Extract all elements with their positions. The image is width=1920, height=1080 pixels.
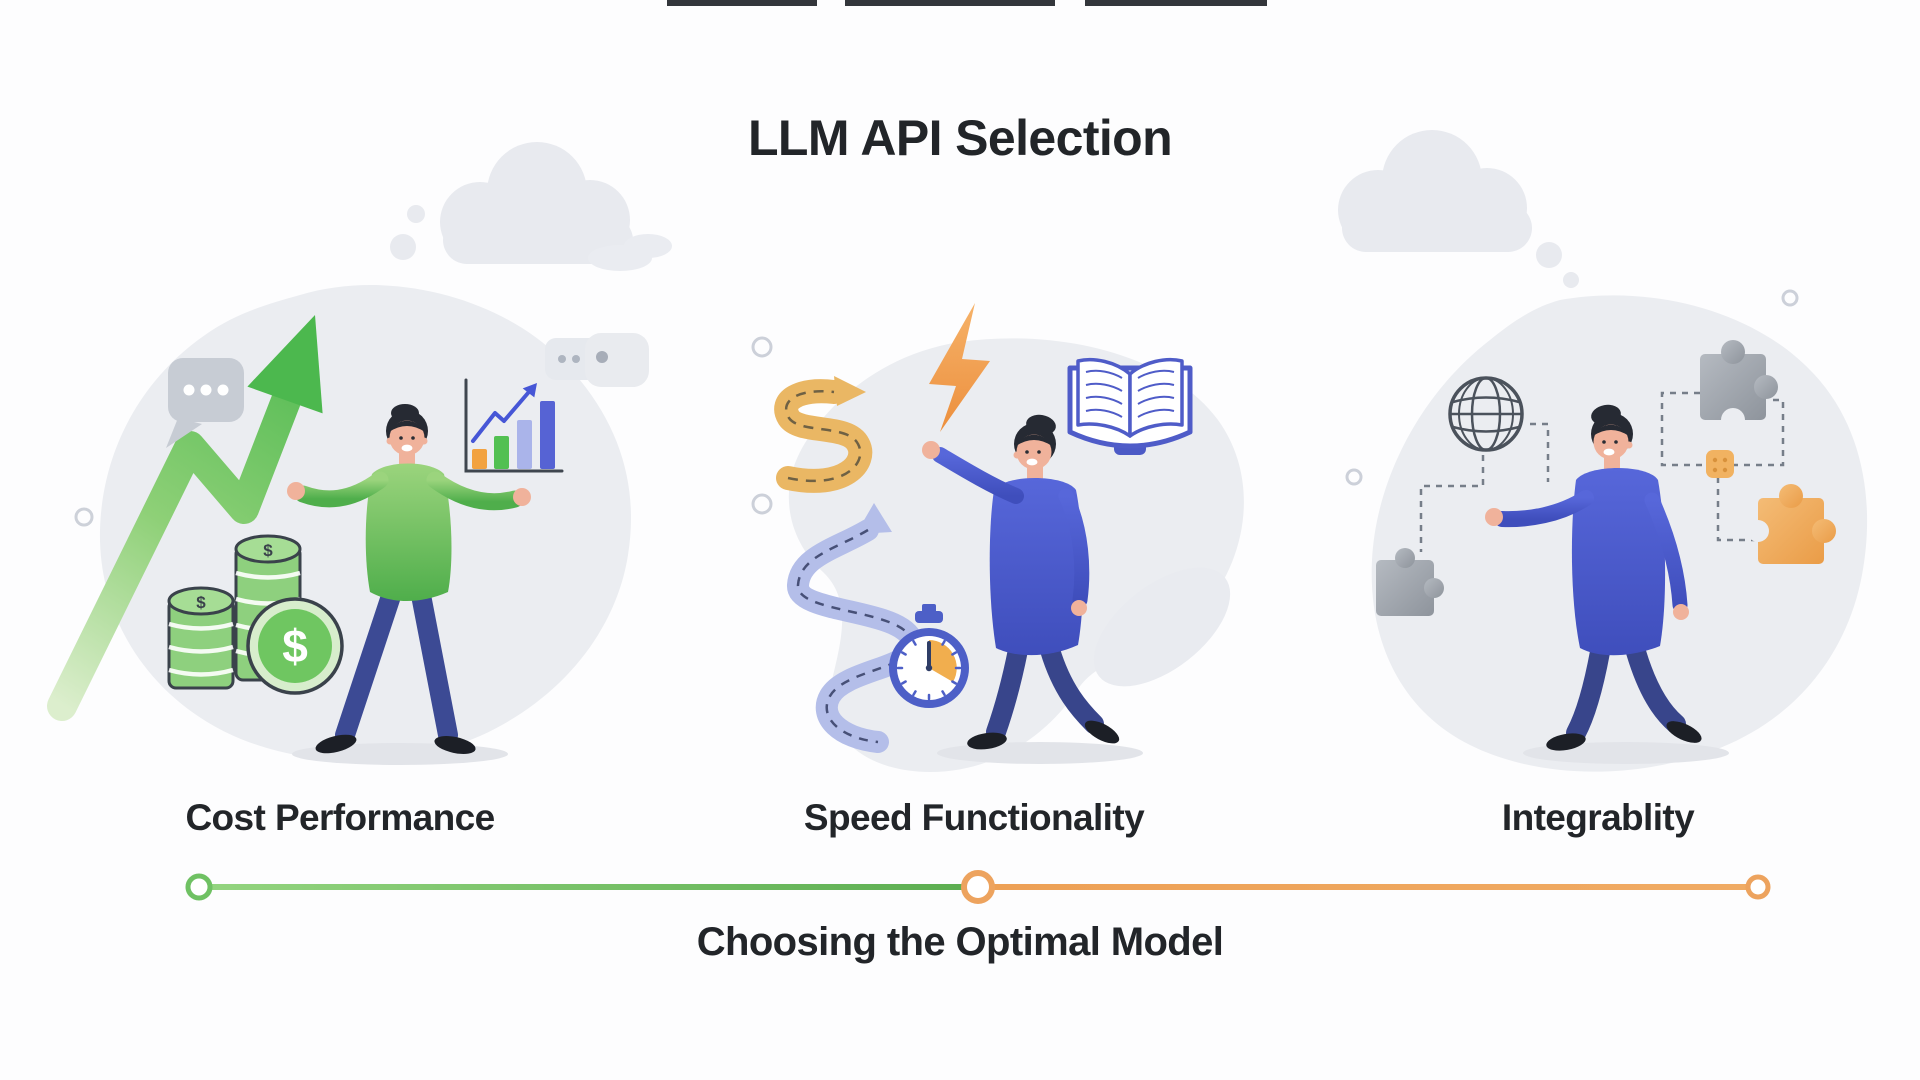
bar-chart-icon (464, 378, 564, 473)
decor-ring (751, 336, 773, 358)
growth-arrow-icon (47, 315, 323, 721)
timeline-node-middle (961, 870, 995, 904)
coin-stacks-icon: $ $ $ (167, 534, 344, 695)
puzzle-piece-gray-icon (1700, 340, 1778, 432)
decor-ring (74, 507, 94, 527)
timeline-node-start (185, 873, 213, 901)
timeline (185, 870, 1771, 904)
speech-bubble-icon (166, 358, 244, 448)
puzzle-piece-small-gray-icon (1376, 548, 1444, 616)
s-curve-road-icon (774, 376, 873, 493)
decor-ring (1345, 468, 1363, 486)
thought-cloud-icon (1338, 130, 1579, 288)
panel-label-integration: Integrablity (1501, 797, 1695, 838)
integration-chip-icon (1706, 450, 1734, 478)
globe-icon (1448, 376, 1524, 452)
coin-dollar-glyph: $ (196, 593, 206, 612)
stopwatch-icon (889, 604, 969, 708)
cost-panel-illustration: $ $ $ (47, 142, 633, 765)
thought-cloud-icon (390, 142, 633, 264)
person-blue-speed (922, 414, 1120, 750)
tag-bubble (585, 333, 649, 387)
timeline-node-end (1745, 874, 1771, 900)
open-book-icon (1067, 357, 1193, 455)
integration-panel-illustration (1338, 130, 1868, 772)
puzzle-piece-orange-icon (1747, 484, 1836, 564)
panel-label-cost: Cost Performance (185, 797, 495, 838)
person-green (287, 404, 531, 754)
panel-label-speed: Speed Functionality (803, 797, 1145, 838)
decor-ellipse (1093, 567, 1231, 687)
timeline-caption: Choosing the Optimal Model (696, 920, 1224, 964)
top-crop-marks (667, 0, 1267, 6)
coin-dollar-glyph: $ (263, 541, 273, 560)
page-title: LLM API Selection (747, 110, 1173, 166)
mini-cloud (588, 234, 672, 271)
decor-ring (751, 493, 773, 515)
person-blue-integration (1485, 404, 1702, 751)
speed-panel-illustration (585, 234, 1244, 772)
dollar-coin-glyph: $ (282, 620, 308, 672)
lightning-icon (929, 303, 990, 432)
decor-ring (1781, 289, 1799, 307)
